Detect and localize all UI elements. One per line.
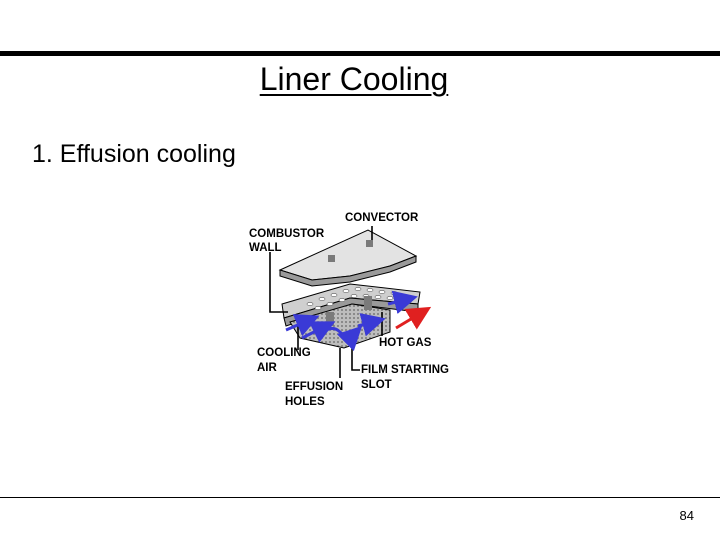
hot-gas-arrow (395, 306, 432, 330)
slide-title: Liner Cooling (259, 61, 449, 97)
cooling-air-arrows (285, 290, 418, 352)
label-film-starting-slot-1: FILM STARTING (361, 364, 449, 376)
label-combustor-wall-1: COMBUSTOR (249, 228, 325, 240)
label-film-starting-slot-2: SLOT (361, 379, 392, 391)
label-effusion-holes-2: HOLES (285, 396, 325, 408)
bullet-item: 1. Effusion cooling (32, 140, 236, 168)
effusion-cooling-diagram: CONVECTOR COMBUSTOR WALL HOT GAS COOLING… (240, 200, 480, 415)
label-convector: CONVECTOR (345, 212, 419, 224)
bottom-rule (0, 497, 720, 498)
label-cooling-air-2: AIR (257, 362, 278, 374)
label-cooling-air-1: COOLING (257, 347, 311, 359)
page-number: 84 (679, 508, 694, 523)
label-combustor-wall-2: WALL (249, 242, 282, 254)
convector-plate (278, 229, 418, 326)
label-effusion-holes-1: EFFUSION (285, 381, 343, 393)
label-hot-gas: HOT GAS (379, 337, 432, 349)
top-rule (0, 51, 720, 56)
